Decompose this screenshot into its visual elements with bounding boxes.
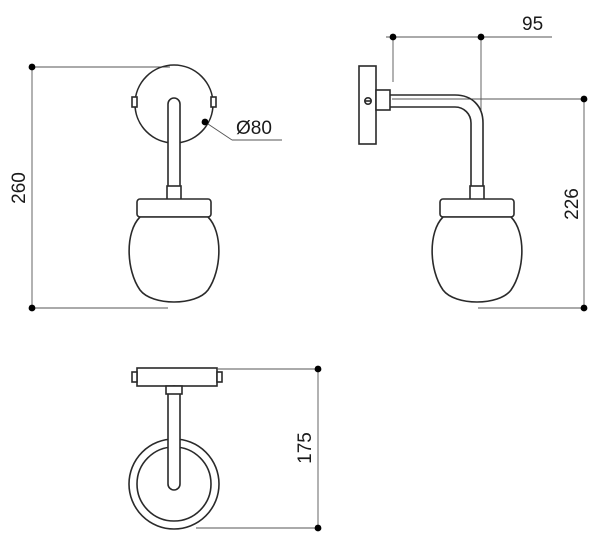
arm-collar [165, 385, 183, 395]
leader-endpoint [201, 118, 209, 126]
dimension-endpoint [28, 304, 36, 312]
side-view: 95 226 [358, 14, 588, 312]
dimension-endpoint [314, 524, 322, 532]
shade-cap [136, 198, 212, 218]
dimension-endpoint [580, 95, 588, 103]
screw-head [363, 97, 372, 106]
glass-shade [128, 216, 220, 303]
dimension-endpoint [28, 63, 36, 71]
curved-arm [390, 94, 484, 190]
top-view: 175 [128, 365, 322, 532]
top-depth-label: 175 [295, 432, 316, 464]
side-height-label: 226 [562, 188, 583, 220]
dimension-endpoint [580, 304, 588, 312]
dimension-endpoint [389, 33, 397, 41]
dimension-endpoint [314, 365, 322, 373]
arm [167, 385, 181, 491]
wall-plate [358, 65, 377, 145]
arm-collar [166, 185, 182, 201]
screw-left [131, 96, 138, 108]
screw-right [210, 96, 217, 108]
front-view: 260 Ø80 [9, 63, 282, 312]
glass-shade [431, 216, 523, 303]
arm-collar [469, 185, 485, 201]
shade-cap [439, 198, 515, 218]
screw-right [216, 371, 223, 383]
front-height-label: 260 [9, 172, 30, 204]
mount-block [375, 89, 391, 111]
dimension-endpoint [477, 33, 485, 41]
backplate-edge [136, 367, 218, 387]
diameter-label: Ø80 [236, 118, 272, 139]
arm [167, 97, 181, 199]
screw-left [131, 371, 138, 383]
side-projection-label: 95 [522, 14, 543, 35]
